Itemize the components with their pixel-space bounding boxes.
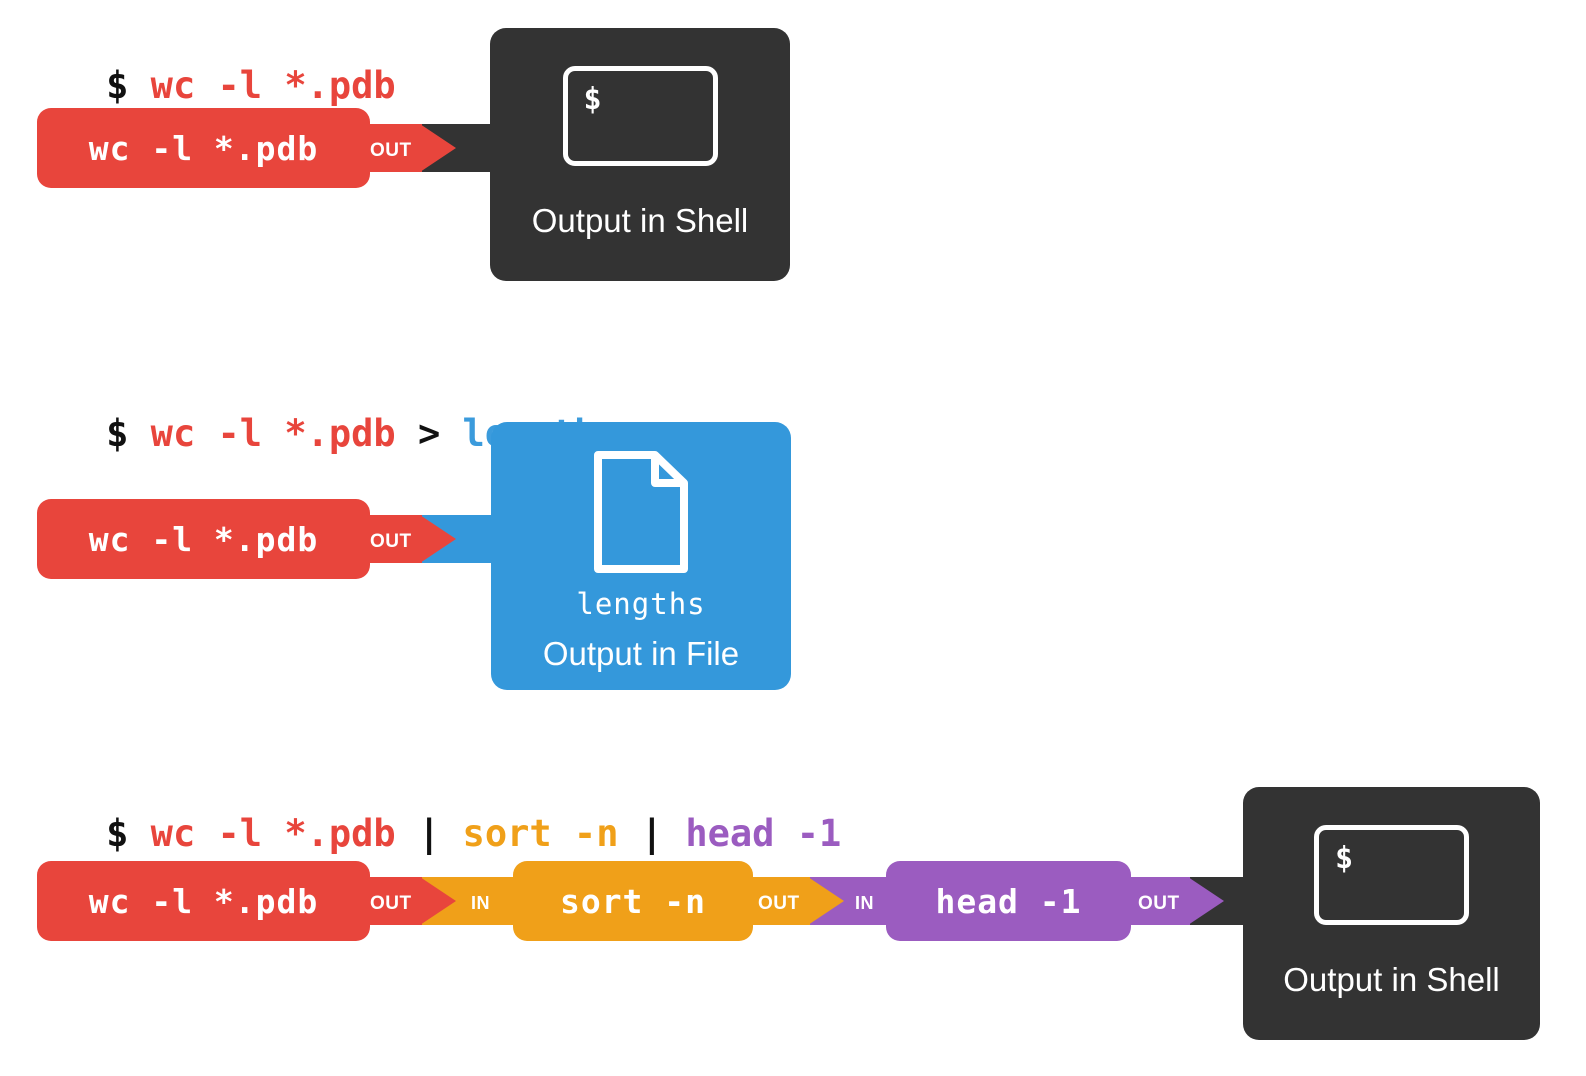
- output-caption-3: Output in Shell: [1283, 961, 1500, 998]
- terminal-icon: $: [562, 66, 718, 166]
- pipeline-stage-wc[interactable]: wc -l *.pdb: [37, 861, 370, 941]
- command-token: wc -l *.pdb: [150, 812, 396, 855]
- out-label-sort: OUT: [758, 893, 800, 914]
- head-token: head -1: [685, 812, 842, 855]
- in-label-head: IN: [855, 893, 874, 913]
- process-label: wc -l *.pdb: [88, 519, 319, 559]
- command-line-1: $ wc -l *.pdb: [17, 30, 396, 141]
- process-wc-2[interactable]: wc -l *.pdb: [37, 499, 370, 579]
- out-band-wc: [360, 877, 422, 925]
- out-band-2: [360, 515, 422, 563]
- process-wc-1[interactable]: wc -l *.pdb: [37, 108, 370, 188]
- out-band-head: [1124, 877, 1190, 925]
- pipe-operator-token-2: |: [618, 812, 686, 855]
- process-label: wc -l *.pdb: [88, 881, 319, 921]
- out-arrowhead-sort: [808, 877, 844, 925]
- out-label-1: OUT: [370, 140, 412, 161]
- terminal-prompt: $: [1335, 841, 1354, 876]
- pipeline-stage-sort[interactable]: sort -n: [513, 861, 753, 941]
- output-caption-1: Output in Shell: [531, 202, 749, 239]
- process-label: wc -l *.pdb: [88, 128, 319, 168]
- redirect-operator-token: >: [395, 412, 463, 455]
- pipe-operator-token-1: |: [395, 812, 463, 855]
- out-arrowhead-1: [420, 124, 456, 172]
- terminal-icon: $: [1314, 825, 1469, 925]
- out-label-head: OUT: [1138, 893, 1180, 914]
- prompt-token: $: [106, 412, 151, 455]
- output-shell-box-1[interactable]: $ Output in Shell: [490, 28, 790, 281]
- prompt-token: $: [106, 64, 151, 107]
- out-arrowhead-2: [420, 515, 456, 563]
- terminal-prompt: $: [583, 82, 602, 117]
- out-label-wc: OUT: [370, 893, 412, 914]
- output-shell-box-2[interactable]: $ Output in Shell: [1243, 787, 1540, 1040]
- command-token: wc -l *.pdb: [150, 412, 396, 455]
- out-label-2: OUT: [370, 531, 412, 552]
- out-arrowhead-head: [1188, 877, 1224, 925]
- out-band-sort: [744, 877, 810, 925]
- output-file-box[interactable]: lengths Output in File: [491, 422, 791, 690]
- command-line-3: $ wc -l *.pdb | sort -n | head -1: [17, 778, 841, 889]
- file-name-label: lengths: [576, 587, 706, 621]
- process-label: head -1: [935, 881, 1082, 921]
- pipeline-stage-head[interactable]: head -1: [886, 861, 1131, 941]
- process-label: sort -n: [559, 881, 707, 921]
- document-icon: [593, 450, 689, 574]
- in-label-sort: IN: [471, 893, 490, 913]
- prompt-token: $: [106, 812, 151, 855]
- output-caption-2: Output in File: [542, 635, 740, 672]
- command-token: wc -l *.pdb: [150, 64, 396, 107]
- out-arrowhead-wc: [420, 877, 456, 925]
- out-band-1: [360, 124, 422, 172]
- sort-token: sort -n: [462, 812, 619, 855]
